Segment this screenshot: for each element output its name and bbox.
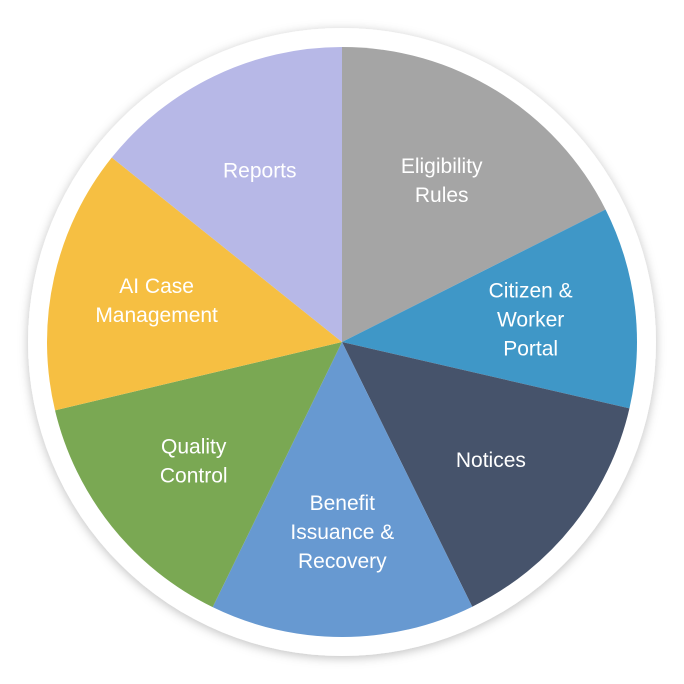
slice-label-line: Management [95, 304, 218, 327]
slice-label-line: Citizen & [489, 279, 573, 302]
slice-label-line: AI Case [119, 275, 194, 298]
slice-label-line: Reports [223, 160, 297, 183]
pie-slice-reports [111, 47, 342, 342]
slice-label-line: Portal [503, 337, 558, 360]
slice-label-line: Benefit [310, 492, 376, 515]
pie-slice-ai-case-management [47, 157, 343, 411]
slice-label-line: Notices [456, 449, 526, 472]
pie-slice-benefit-issuance-recovery [212, 342, 473, 637]
pie-slice-eligibility-rules [342, 47, 606, 342]
pie-slice-citizen-worker-portal [342, 209, 637, 409]
slice-label-line: Quality [161, 435, 227, 458]
slice-label-line: Worker [497, 308, 564, 331]
slice-label-line: Control [160, 464, 228, 487]
slice-label-line: Eligibility [401, 155, 483, 178]
pie-slice-notices [342, 342, 630, 607]
slice-label-line: Rules [415, 184, 469, 207]
slice-label: Reports [223, 160, 297, 183]
slice-label-line: Issuance & [290, 521, 394, 544]
slice-label-line: Recovery [298, 550, 387, 573]
pie-slice-quality-control [55, 342, 342, 608]
slice-label: Notices [456, 449, 526, 472]
